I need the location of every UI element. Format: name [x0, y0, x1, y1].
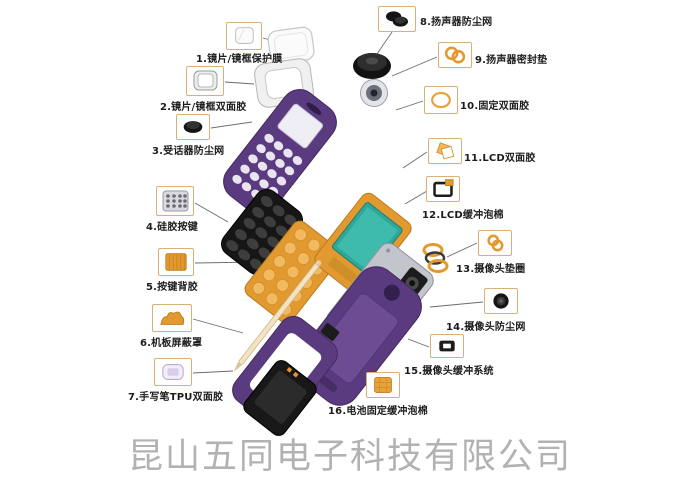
tpu-tape-icon [162, 364, 184, 380]
speaker-dust-mesh-label: 8.扬声器防尘网 [420, 17, 493, 28]
receiver-dust-mesh-label: 3.受话器防尘网 [152, 146, 225, 157]
camera-gasket-icon [487, 234, 504, 252]
stylus-tpu-tape-label: 7.手写笔TPU双面胶 [128, 392, 224, 403]
keypad-icon [162, 190, 189, 212]
stylus-tpu-tape-thumb [154, 358, 192, 386]
camera-gasket-stack-part [422, 243, 449, 273]
battery-foam-label: 16.电池固定缓冲泡棉 [328, 406, 428, 417]
board-shield-cover-label: 6.机板屏蔽罩 [140, 338, 203, 349]
company-watermark: 昆山五同电子科技有限公司 [127, 437, 572, 477]
lcd-foam-icon [433, 179, 454, 198]
speaker-sealing-gasket-label: 9.扬声器密封垫 [475, 55, 548, 66]
shield-cover-icon [160, 311, 185, 325]
lcd-double-sided-tape-thumb [428, 138, 462, 164]
lens-frame-double-sided-tape-label: 2.镜片/镜框双面胶 [160, 102, 247, 113]
receiver-dust-mesh-thumb [176, 114, 210, 140]
lcd-module-part [314, 192, 412, 296]
silicone-keypad-thumb [156, 186, 194, 216]
lens-frame-double-sided-tape-thumb [186, 66, 224, 96]
battery-part [243, 360, 317, 436]
adhesive-block-icon [165, 253, 187, 271]
camera-lens-part [360, 79, 388, 107]
camera-gasket-thumb [478, 230, 512, 256]
camera-gasket-label: 13.摄像头垫圈 [456, 264, 526, 275]
lens-film-icon [235, 27, 254, 44]
lens-frame-tape-icon [193, 70, 218, 91]
gasket-rings-icon [444, 46, 466, 64]
keypad-backing-adhesive-label: 5.按键背胶 [146, 282, 198, 293]
lcd-tape-icon [436, 142, 455, 160]
leader-lines [192, 31, 484, 387]
stylus-part [233, 260, 322, 372]
camera-dust-mesh-thumb [484, 288, 518, 314]
camera-buffer-icon [439, 340, 455, 352]
lcd-buffer-foam-label: 12.LCD缓冲泡棉 [422, 210, 504, 221]
receiver-mesh-icon [183, 121, 203, 133]
lcd-double-sided-tape-label: 11.LCD双面胶 [464, 153, 536, 164]
camera-mesh-icon [493, 293, 509, 309]
camera-buffer-system-thumb [430, 334, 464, 358]
speaker-mesh-icon [386, 11, 408, 27]
battery-foam-thumb [366, 372, 400, 398]
silicone-keypad-label: 4.硅胶按键 [146, 222, 198, 233]
fixing-ring-icon [431, 91, 451, 109]
front-housing-part [223, 89, 337, 215]
speaker-sealing-gasket-thumb [438, 42, 472, 68]
camera-dust-mesh-label: 14.摄像头防尘网 [446, 322, 526, 333]
lens-frame-protective-film-label: 1.镜片/镜框保护膜 [196, 54, 283, 65]
camera-buffer-part [320, 323, 340, 341]
fixing-double-sided-tape-label: 10.固定双面胶 [460, 101, 530, 112]
keypad-backing-adhesive-thumb [158, 248, 194, 276]
battery-foam-icon [374, 376, 392, 394]
board-shield-cover-thumb [152, 304, 192, 332]
speaker-part [353, 53, 391, 79]
camera-buffer-system-label: 15.摄像头缓冲系统 [404, 366, 494, 377]
fixing-double-sided-tape-thumb [424, 86, 458, 114]
lens-frame-protective-film-thumb [226, 22, 262, 50]
speaker-dust-mesh-thumb [378, 6, 416, 32]
silicone-keypad-part [221, 188, 303, 276]
lcd-buffer-foam-thumb [426, 176, 460, 202]
